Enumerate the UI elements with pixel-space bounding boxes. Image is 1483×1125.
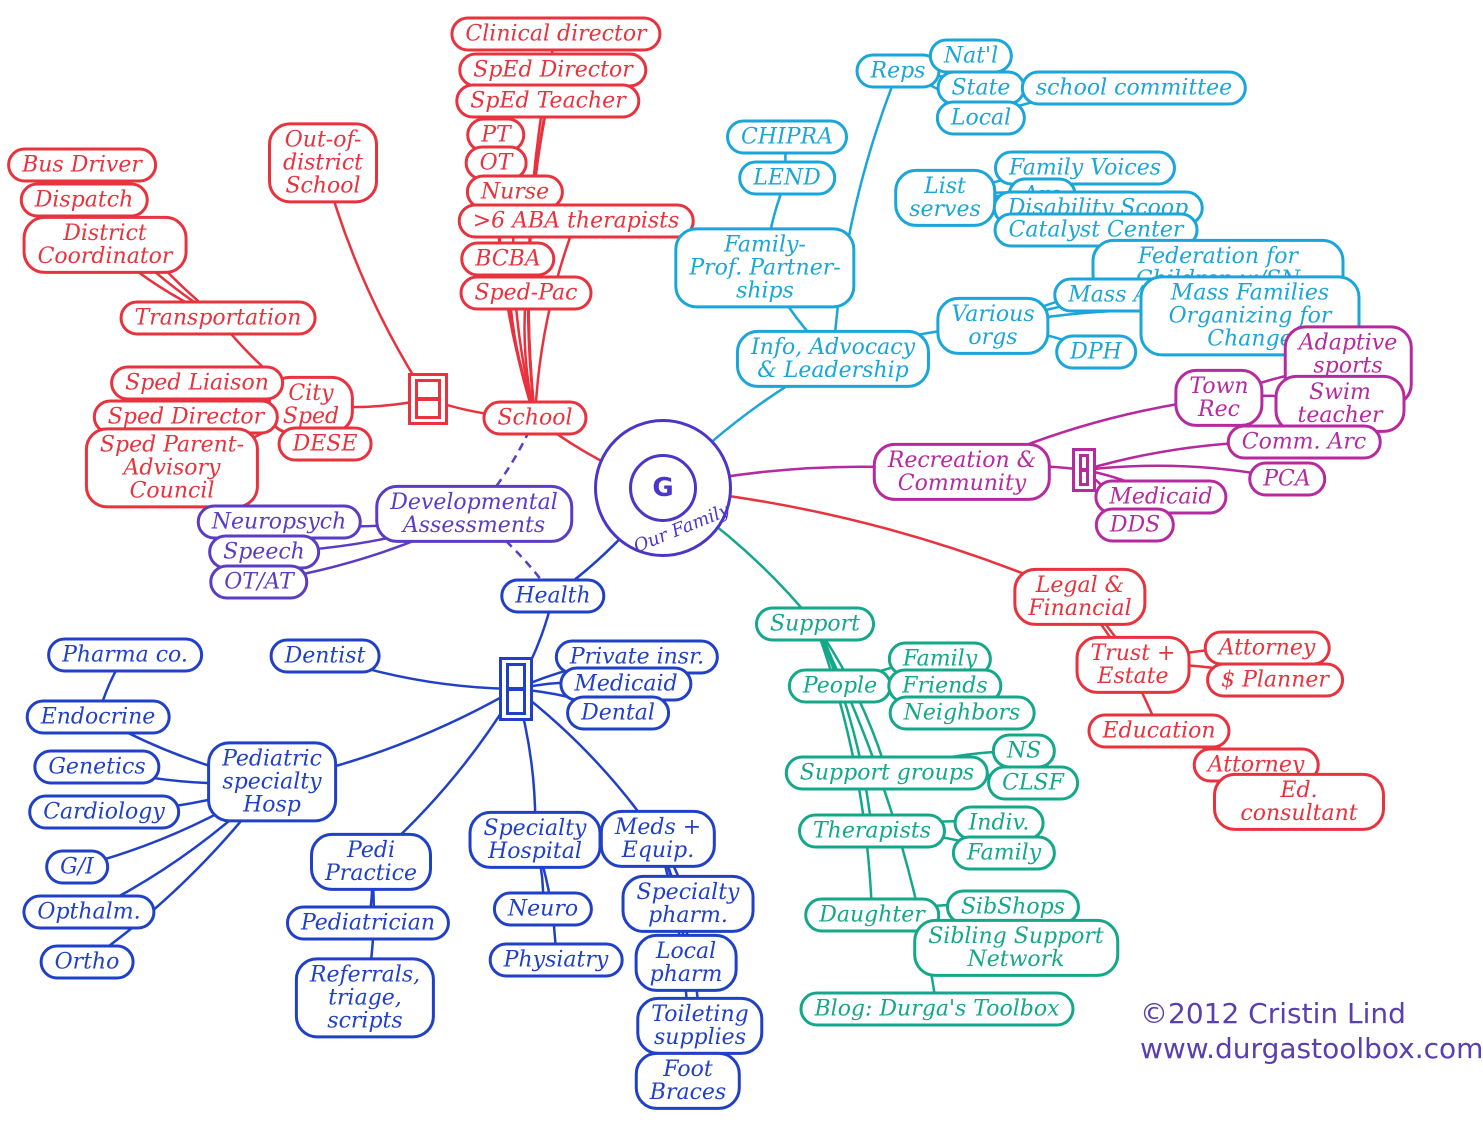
node-pediatrician[interactable]: Pediatrician — [285, 905, 451, 941]
node-therapists[interactable]: Therapists — [797, 813, 947, 849]
node-dph[interactable]: DPH — [1055, 334, 1137, 370]
node-sped-liaison[interactable]: Sped Liaison — [110, 365, 284, 401]
node-clsf[interactable]: CLSF — [987, 765, 1079, 801]
connector-box-school — [408, 373, 448, 425]
node-swim[interactable]: Swim teacher — [1274, 374, 1406, 434]
node-natl[interactable]: Nat'l — [928, 38, 1014, 74]
copyright-credit: ©2012 Cristin Lind www.durgastoolbox.com — [1140, 997, 1483, 1065]
node-ortho[interactable]: Ortho — [39, 944, 135, 980]
node-neuro[interactable]: Neuro — [492, 891, 594, 927]
node-dese[interactable]: DESE — [277, 426, 373, 462]
node-town-rec[interactable]: Town Rec — [1174, 368, 1264, 428]
node-planner[interactable]: $ Planner — [1206, 662, 1344, 698]
node-referrals[interactable]: Referrals, triage, scripts — [294, 957, 436, 1039]
node-bus-driver[interactable]: Bus Driver — [7, 147, 157, 183]
node-sped-teacher[interactable]: SpEd Teacher — [455, 83, 641, 119]
node-support-groups[interactable]: Support groups — [784, 755, 990, 791]
node-otat[interactable]: OT/AT — [209, 564, 309, 600]
node-pharma[interactable]: Pharma co. — [47, 637, 203, 673]
connector-box-health — [499, 657, 533, 721]
node-dispatch[interactable]: Dispatch — [19, 182, 149, 218]
node-school-committee[interactable]: school committee — [1020, 70, 1248, 106]
node-foot-braces[interactable]: Foot Braces — [634, 1051, 742, 1111]
node-out-district[interactable]: Out-of- district School — [268, 122, 378, 204]
node-opthalm[interactable]: Opthalm. — [22, 894, 156, 930]
node-meds[interactable]: Meds + Equip. — [599, 809, 717, 869]
node-clinical-director[interactable]: Clinical director — [450, 16, 662, 52]
node-recreation[interactable]: Recreation & Community — [872, 442, 1052, 502]
node-specialty-hosp[interactable]: Specialty Hospital — [468, 810, 602, 870]
node-people[interactable]: People — [787, 668, 893, 704]
center-letter: G — [629, 454, 697, 522]
node-pca[interactable]: PCA — [1248, 461, 1326, 497]
node-comm-arc[interactable]: Comm. Arc — [1226, 424, 1382, 460]
node-various-orgs[interactable]: Various orgs — [936, 296, 1050, 356]
node-pedi-practice[interactable]: Pedi Practice — [310, 832, 432, 892]
node-state[interactable]: State — [936, 70, 1026, 106]
connector-box-rec — [1072, 448, 1096, 492]
node-chipra[interactable]: CHIPRA — [726, 119, 848, 155]
node-info[interactable]: Info, Advocacy & Leadership — [735, 329, 931, 389]
node-speech[interactable]: Speech — [208, 534, 320, 570]
node-ssn[interactable]: Sibling Support Network — [913, 918, 1119, 978]
node-neighbors[interactable]: Neighbors — [888, 695, 1036, 731]
node-local-pharm[interactable]: Local pharm — [634, 933, 738, 993]
node-trust[interactable]: Trust + Estate — [1075, 635, 1191, 695]
node-education[interactable]: Education — [1087, 713, 1231, 749]
node-spedpac[interactable]: Sped-Pac — [459, 275, 593, 311]
node-cardiology[interactable]: Cardiology — [28, 794, 180, 830]
node-ed-consultant[interactable]: Ed. consultant — [1213, 772, 1385, 832]
node-legal[interactable]: Legal & Financial — [1013, 567, 1147, 627]
node-school[interactable]: School — [482, 400, 588, 436]
node-ns[interactable]: NS — [991, 733, 1057, 769]
node-indiv[interactable]: Indiv. — [953, 805, 1045, 841]
edge-support-to-therapists — [813, 623, 874, 832]
node-dds[interactable]: DDS — [1094, 507, 1176, 543]
node-physiatry[interactable]: Physiatry — [488, 942, 624, 978]
node-pediatric-hosp[interactable]: Pediatric specialty Hosp — [207, 741, 337, 823]
node-health[interactable]: Health — [500, 578, 606, 614]
node-reps[interactable]: Reps — [855, 53, 941, 89]
node-aba[interactable]: >6 ABA therapists — [457, 203, 695, 239]
node-family-t2[interactable]: Family — [951, 835, 1057, 871]
node-blog[interactable]: Blog: Durga's Toolbox — [799, 991, 1075, 1027]
node-transportation[interactable]: Transportation — [119, 300, 317, 336]
node-district-coord[interactable]: District Coordinator — [22, 215, 188, 275]
node-dental[interactable]: Dental — [566, 695, 670, 731]
node-lend[interactable]: LEND — [738, 160, 836, 196]
node-sped-parent[interactable]: Sped Parent- Advisory Council — [84, 427, 260, 509]
node-specialty-pharm[interactable]: Specialty pharm. — [621, 874, 755, 934]
node-attorney1[interactable]: Attorney — [1203, 630, 1331, 666]
node-sped-director[interactable]: SpEd Director — [458, 52, 648, 88]
node-fpp[interactable]: Family- Prof. Partner- ships — [674, 227, 856, 309]
node-bcba[interactable]: BCBA — [460, 241, 556, 277]
node-gi[interactable]: G/I — [45, 849, 109, 885]
node-genetics[interactable]: Genetics — [33, 749, 161, 785]
node-dentist[interactable]: Dentist — [269, 638, 381, 674]
node-support[interactable]: Support — [754, 606, 876, 642]
node-endocrine[interactable]: Endocrine — [25, 699, 171, 735]
edge-school-to-aba — [533, 220, 578, 419]
node-toileting[interactable]: Toileting supplies — [636, 996, 764, 1056]
edge-info-to-reps — [831, 70, 900, 360]
node-list-serves[interactable]: List serves — [894, 168, 996, 228]
center-node-our-family[interactable]: G Our Family — [594, 419, 733, 557]
node-local[interactable]: Local — [935, 100, 1027, 136]
node-dev-assess[interactable]: Developmental Assessments — [375, 484, 573, 544]
